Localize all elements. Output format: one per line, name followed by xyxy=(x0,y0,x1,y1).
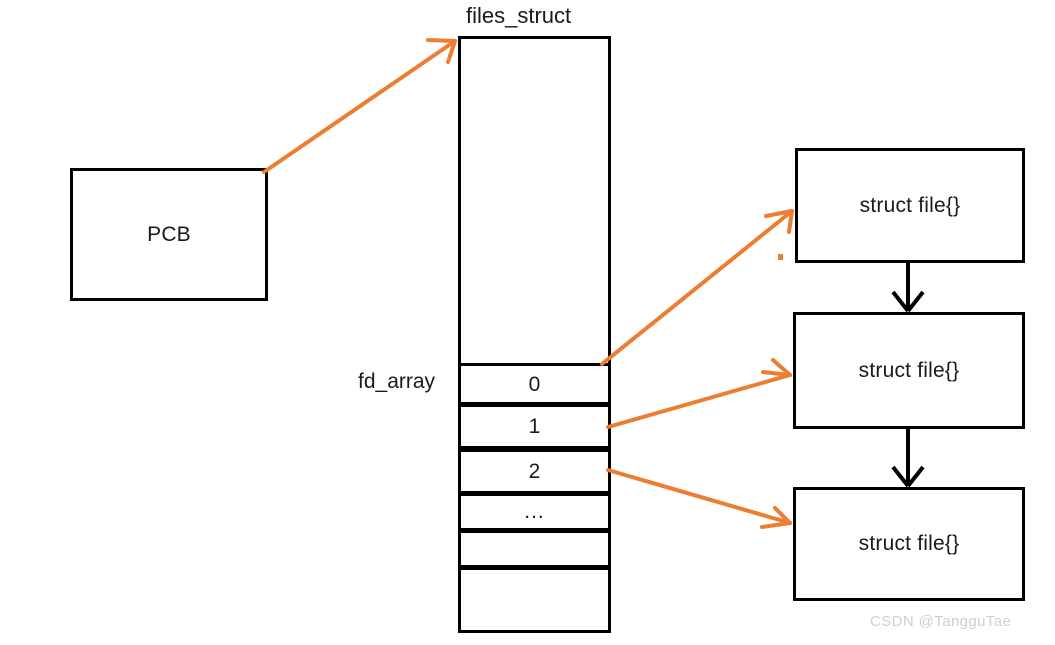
struct-file-box-2: struct file{} xyxy=(793,312,1025,429)
fd-array-row-label: 0 xyxy=(528,372,541,396)
struct-file-label: struct file{} xyxy=(859,193,961,217)
arrow-struct-file-2-to-3 xyxy=(891,429,925,488)
csdn-watermark: CSDN @TangguTae xyxy=(870,613,1012,630)
arrow-fd1-to-struct-file-2 xyxy=(606,358,792,429)
fd-array-row-label: 2 xyxy=(528,460,541,483)
files-struct-title: files_struct xyxy=(466,3,572,28)
fd-array-row-blank-1 xyxy=(458,530,611,568)
arrow-fd2-to-struct-file-3 xyxy=(606,468,792,529)
orange-speck-artifact xyxy=(778,254,783,260)
fd-array-row-0: 0 xyxy=(458,363,611,405)
arrow-fd0-to-struct-file-1 xyxy=(600,209,794,366)
fd-array-row-ellipsis: ... xyxy=(458,493,611,531)
struct-file-label: struct file{} xyxy=(858,358,960,382)
fd-array-row-blank-2 xyxy=(458,567,611,633)
fd-array-label: fd_array xyxy=(358,370,436,393)
struct-file-box-1: struct file{} xyxy=(795,148,1025,263)
pcb-label: PCB xyxy=(147,222,191,246)
fd-array-row-label: 1 xyxy=(528,415,541,438)
arrow-struct-file-1-to-2 xyxy=(891,263,925,313)
struct-file-label: struct file{} xyxy=(858,532,960,555)
fd-array-row-1: 1 xyxy=(458,404,611,449)
fd-array-row-2: 2 xyxy=(458,449,611,494)
arrow-pcb-to-files-struct xyxy=(262,38,457,174)
pcb-box: PCB xyxy=(70,168,268,301)
fd-array-row-label: ... xyxy=(524,500,545,523)
struct-file-box-3: struct file{} xyxy=(793,487,1025,601)
